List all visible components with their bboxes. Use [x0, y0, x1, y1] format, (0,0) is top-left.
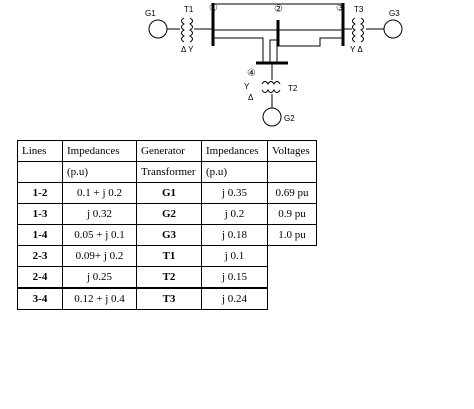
bus-4-label: ④ [247, 68, 256, 79]
transformer-t2-winding-bottom: Δ [248, 93, 254, 102]
transformer-t2-label: T2 [288, 84, 298, 93]
impedance-table: Lines Impedances Generator Impedances Vo… [17, 140, 317, 310]
bus-3-label: ③ [336, 3, 345, 14]
power-system-diagram: G1 T1 Δ Y ① ② ③ T3 Y Δ G3 ④ T2 Y Δ G2 [145, 3, 403, 127]
transformer-t1-label: T1 [184, 5, 194, 14]
table-row: 3-4 0.12 + j 0.4 T3 j 0.24 [17, 287, 317, 310]
header-impedances-2: Impedances [201, 140, 268, 162]
transformer-t3-label: T3 [354, 5, 364, 14]
transformer-t1-symbol [181, 17, 193, 43]
generator-g3-symbol [383, 19, 403, 39]
generator-g2-label: G2 [284, 114, 295, 123]
header-voltages: Voltages [267, 140, 317, 162]
generator-g1-label: G1 [145, 9, 156, 18]
bus-2-label: ② [274, 4, 283, 15]
table-header-row: Lines Impedances Generator Impedances Vo… [17, 140, 317, 162]
table-header-row-2: (p.u) Transformer (p.u) [17, 161, 317, 183]
header-impedances-2-unit: (p.u) [201, 161, 268, 183]
table-row: 2-3 0.09+ j 0.2 T1 j 0.1 [17, 245, 317, 267]
transformer-t3-symbol [352, 17, 364, 43]
table-row: 2-4 j 0.25 T2 j 0.15 [17, 266, 317, 289]
header-generator: Generator [136, 140, 202, 162]
table-row: 1-3 j 0.32 G2 j 0.2 0.9 pu [17, 203, 317, 225]
header-transformer: Transformer [136, 161, 202, 183]
transformer-t1-winding-label: Δ Y [181, 45, 194, 54]
header-impedances-unit: (p.u) [62, 161, 137, 183]
transformer-t2-winding-top: Y [244, 82, 250, 91]
generator-g2-symbol [262, 107, 282, 127]
generator-g1-symbol [148, 19, 168, 39]
line-3-4 [276, 37, 343, 62]
table-row: 1-2 0.1 + j 0.2 G1 j 0.35 0.69 pu [17, 182, 317, 204]
header-lines: Lines [17, 140, 63, 162]
generator-g3-label: G3 [389, 9, 400, 18]
line-2-4 [269, 39, 278, 62]
bus-1-label: ① [209, 3, 218, 14]
header-impedances: Impedances [62, 140, 137, 162]
transformer-t3-winding-label: Y Δ [350, 45, 363, 54]
transformer-t2-symbol [261, 81, 281, 93]
table-row: 1-4 0.05 + j 0.1 G3 j 0.18 1.0 pu [17, 224, 317, 246]
line-1-4 [213, 37, 264, 62]
